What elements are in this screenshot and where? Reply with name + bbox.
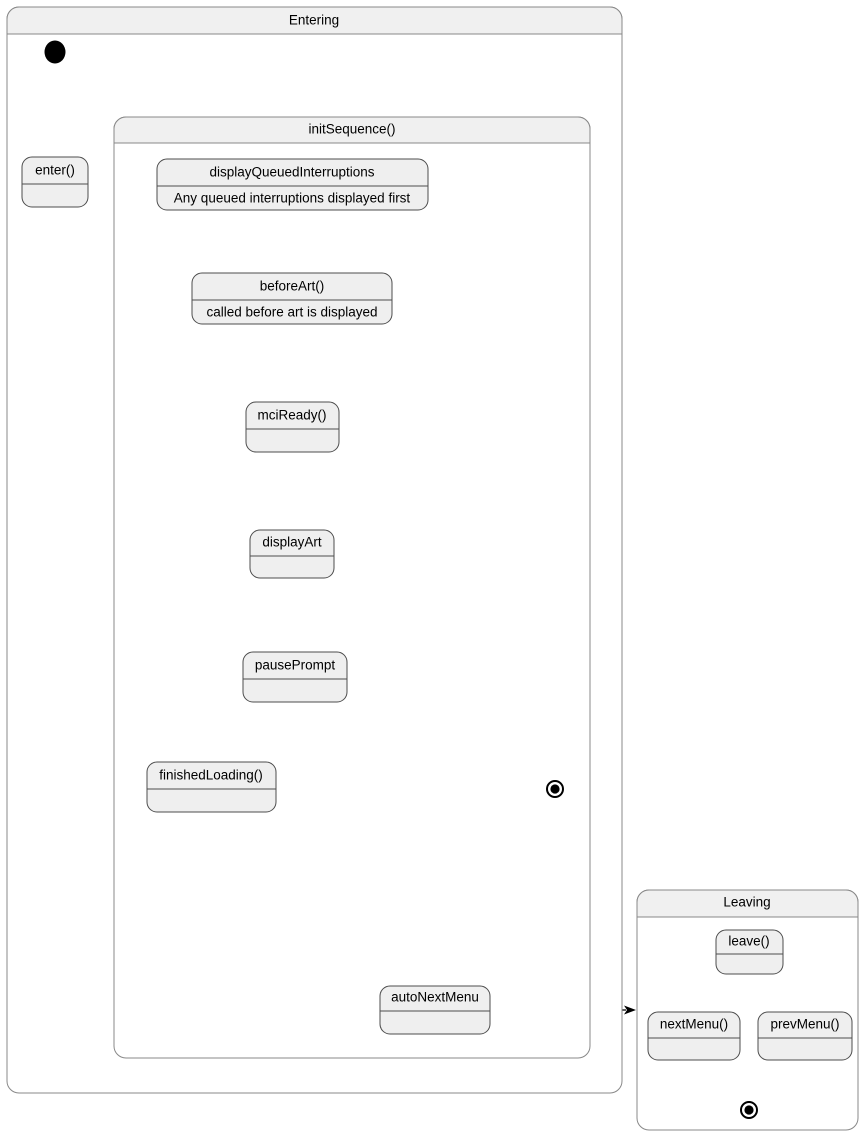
- state-pause-prompt[interactable]: pausePrompt: [242, 651, 348, 703]
- state-display-queued-interruptions[interactable]: displayQueuedInterruptions Any queued in…: [156, 158, 429, 211]
- state-auto-next-menu[interactable]: autoNextMenu: [379, 985, 491, 1035]
- state-before-art-title: beforeArt(): [260, 279, 325, 294]
- state-leave[interactable]: leave(): [715, 929, 784, 975]
- final-state-entering[interactable]: [546, 780, 564, 798]
- composite-state-leaving[interactable]: Leaving: [636, 889, 859, 1131]
- state-prev-menu-title: prevMenu(): [770, 1017, 839, 1032]
- composite-state-init-sequence-title: initSequence(): [308, 122, 395, 137]
- state-display-art[interactable]: displayArt: [249, 529, 335, 579]
- state-finished-loading[interactable]: finishedLoading(): [146, 761, 277, 813]
- composite-state-entering-title: Entering: [289, 13, 339, 28]
- state-display-art-title: displayArt: [262, 535, 322, 550]
- state-before-art-desc: called before art is displayed: [206, 305, 377, 320]
- state-leave-title: leave(): [728, 934, 769, 949]
- state-enter[interactable]: enter(): [21, 156, 89, 208]
- state-mci-ready-title: mciReady(): [257, 408, 326, 423]
- state-mci-ready[interactable]: mciReady(): [245, 401, 340, 453]
- state-prev-menu[interactable]: prevMenu(): [757, 1011, 853, 1061]
- final-state-leaving[interactable]: [740, 1101, 758, 1119]
- state-display-queued-interruptions-title: displayQueuedInterruptions: [209, 165, 374, 180]
- state-pause-prompt-title: pausePrompt: [255, 658, 336, 673]
- state-display-queued-interruptions-desc: Any queued interruptions displayed first: [174, 191, 411, 206]
- state-enter-title: enter(): [35, 163, 75, 178]
- state-finished-loading-title: finishedLoading(): [159, 768, 263, 783]
- initial-state[interactable]: [44, 40, 66, 64]
- state-auto-next-menu-title: autoNextMenu: [391, 990, 479, 1005]
- state-next-menu[interactable]: nextMenu(): [647, 1011, 741, 1061]
- state-next-menu-title: nextMenu(): [660, 1017, 728, 1032]
- composite-state-leaving-title: Leaving: [723, 895, 770, 910]
- state-before-art[interactable]: beforeArt() called before art is display…: [191, 272, 393, 325]
- composite-state-init-sequence[interactable]: initSequence(): [113, 116, 591, 1059]
